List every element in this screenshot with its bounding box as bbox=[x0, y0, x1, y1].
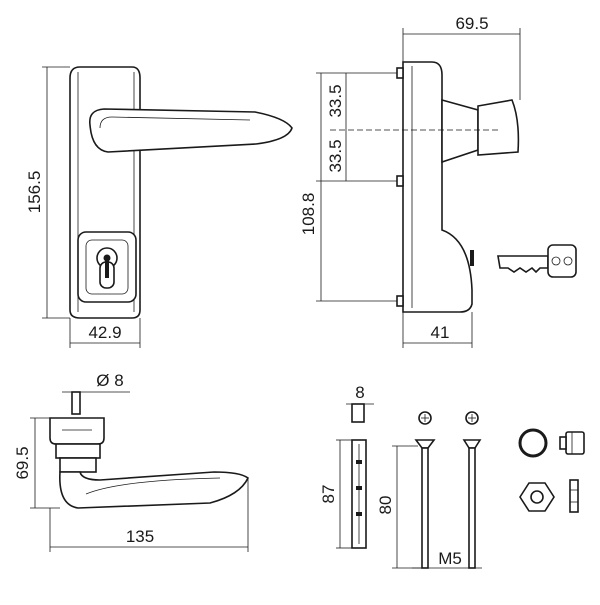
bolt-head-icon bbox=[465, 411, 479, 425]
front-lever bbox=[88, 108, 293, 153]
dim-front-height: 156.5 bbox=[25, 171, 44, 214]
front-cylinder-rim bbox=[85, 239, 129, 295]
lever-spindle bbox=[71, 391, 81, 415]
washer-icon bbox=[569, 479, 579, 513]
spindle-notch bbox=[356, 460, 362, 464]
bolt-shank bbox=[468, 447, 476, 569]
hex-nut-icon bbox=[519, 482, 555, 512]
front-view: 156.5 42.9 bbox=[25, 66, 293, 348]
dim-spindle-diameter: Ø 8 bbox=[96, 371, 123, 390]
lever-neck bbox=[59, 457, 97, 473]
bolt-head bbox=[414, 439, 436, 449]
grub-nut-icon bbox=[559, 431, 585, 455]
dim-screw-spacing-top: 33.5 bbox=[326, 84, 345, 117]
dim-side-height: 108.8 bbox=[299, 193, 318, 236]
bolt-shank bbox=[421, 447, 429, 569]
side-screw-head bbox=[396, 295, 404, 307]
bolt-head bbox=[462, 439, 482, 449]
key-icon bbox=[497, 244, 577, 278]
dim-front-width: 42.9 bbox=[88, 323, 121, 342]
dim-spindle-square: 8 bbox=[355, 383, 364, 402]
dim-lever-height: 69.5 bbox=[13, 446, 32, 479]
lever-body-highlight bbox=[85, 477, 221, 495]
dim-side-depth: 41 bbox=[431, 323, 450, 342]
side-screw-head bbox=[396, 175, 404, 187]
spindle-cap bbox=[351, 403, 365, 423]
lever-rose bbox=[49, 417, 105, 445]
bolt-head-icon bbox=[418, 411, 432, 425]
front-lever-highlight bbox=[99, 116, 251, 129]
circlip-icon bbox=[518, 428, 548, 458]
lever-top-view: Ø 8 69.5 135 bbox=[13, 371, 250, 552]
dim-side-width: 69.5 bbox=[455, 14, 488, 33]
keyhole-icon bbox=[96, 247, 118, 289]
dim-lever-length: 135 bbox=[126, 527, 154, 546]
small-parts bbox=[518, 428, 585, 513]
side-screw-head bbox=[396, 67, 404, 79]
fixings-view: 8 87 80 bbox=[319, 383, 482, 569]
dim-screw-spacing-bottom: 33.5 bbox=[326, 139, 345, 172]
lever-body bbox=[59, 471, 250, 509]
side-lever-grip bbox=[477, 99, 520, 156]
side-view: 69.5 33.5 33.5 108.8 41 bbox=[299, 14, 577, 348]
side-backplate bbox=[402, 61, 473, 313]
dim-spindle-length: 87 bbox=[319, 485, 338, 504]
spindle-notch bbox=[356, 512, 362, 516]
spindle-notch bbox=[356, 486, 362, 490]
dim-bolt-length: 80 bbox=[376, 496, 395, 515]
dim-bolt-thread: M5 bbox=[438, 549, 462, 568]
side-lever-boss bbox=[441, 98, 479, 164]
side-cylinder-plug bbox=[470, 250, 474, 266]
lever-collar bbox=[55, 443, 101, 459]
